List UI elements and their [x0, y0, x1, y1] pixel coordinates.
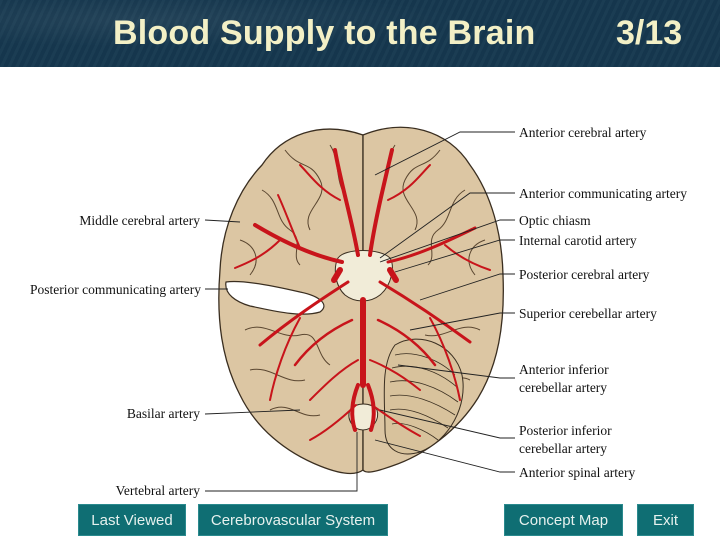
exit-button[interactable]: Exit [637, 504, 694, 536]
page-title: Blood Supply to the Brain [113, 14, 536, 52]
label-anterior-cerebral-artery: Anterior cerebral artery [519, 125, 647, 140]
leader-lines [204, 131, 515, 492]
label-vertebral-artery: Vertebral artery [115, 483, 200, 498]
label-superior-cerebellar-artery: Superior cerebellar artery [519, 306, 657, 321]
label-posterior-inferior-line2: cerebellar artery [519, 441, 608, 456]
cut-temporal [225, 280, 325, 315]
label-anterior-spinal-artery: Anterior spinal artery [519, 465, 636, 480]
chiasm-region [334, 250, 393, 431]
last-viewed-button[interactable]: Last Viewed [78, 504, 186, 536]
label-posterior-cerebral-artery: Posterior cerebral artery [519, 267, 650, 282]
label-anterior-inferior-line2: cerebellar artery [519, 380, 608, 395]
label-middle-cerebral-artery: Middle cerebral artery [79, 213, 200, 228]
label-internal-carotid-artery: Internal carotid artery [519, 233, 637, 248]
label-posterior-inferior-line1: Posterior inferior [519, 423, 612, 438]
label-optic-chiasm: Optic chiasm [519, 213, 591, 228]
concept-map-button[interactable]: Concept Map [504, 504, 623, 536]
label-basilar-artery: Basilar artery [126, 406, 200, 421]
label-posterior-communicating-artery: Posterior communicating artery [30, 282, 201, 297]
slide-header: Blood Supply to the Brain 3/13 [0, 0, 720, 67]
arteries [234, 148, 491, 441]
cerebrovascular-system-button[interactable]: Cerebrovascular System [198, 504, 388, 536]
label-anterior-communicating-artery: Anterior communicating artery [519, 186, 687, 201]
slide-counter: 3/13 [616, 14, 683, 52]
label-anterior-inferior-line1: Anterior inferior [519, 362, 609, 377]
